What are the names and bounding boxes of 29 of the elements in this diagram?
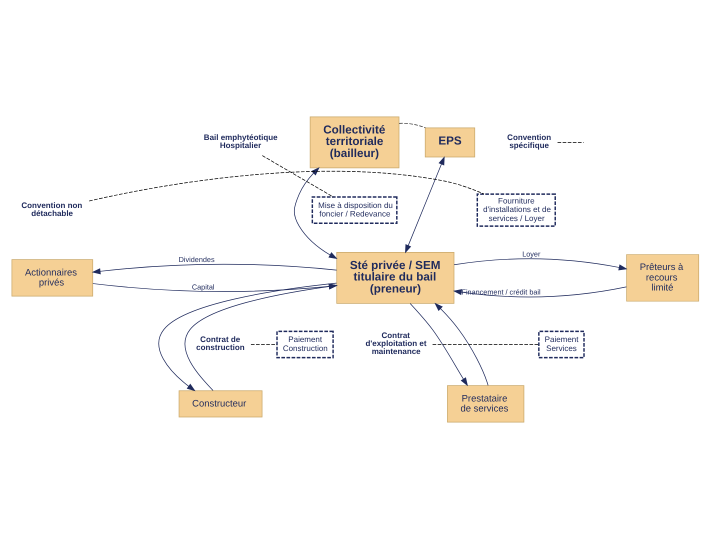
node-box: Fourniture d'installations et de services / Loyer (476, 192, 556, 226)
arrow (92, 263, 337, 274)
arrow (410, 302, 468, 386)
arrow (434, 302, 488, 386)
arrow (405, 156, 445, 253)
node-text: Contrat d'exploitation et maintenance (366, 330, 427, 356)
node-box: EPS (424, 126, 476, 157)
connector (88, 170, 484, 201)
edge-label: Loyer (522, 249, 540, 258)
node-box: Collectivité territoriale (bailleur) (310, 116, 400, 168)
edge-label: Dividendes (178, 254, 215, 264)
arrow (454, 258, 628, 270)
node-text: Convention non détachable (21, 200, 82, 218)
node-box: Constructeur (178, 390, 262, 417)
edge-label: Capital (192, 282, 215, 291)
arrow (453, 286, 627, 297)
connector (398, 122, 426, 128)
node-text: Bail emphytéotique Hospitalier (204, 132, 278, 150)
connector (262, 154, 334, 197)
node-box: Mise à disposition du foncier / Redevance (312, 196, 398, 224)
node-box: Actionnaires privés (12, 258, 94, 296)
edge-label: Financement / crédit bail (462, 287, 541, 296)
node-box: Sté privée / SEM titulaire du bail (preneur) (336, 252, 454, 304)
node-box: Paiement Services (538, 330, 585, 358)
node-text: Convention spécifique (507, 132, 552, 150)
node-text: Contrat de construction (196, 334, 245, 352)
node-box: Prêteurs à recours limité (626, 254, 700, 302)
node-box: Prestataire de services (447, 384, 524, 422)
node-box: Paiement Construction (276, 330, 334, 358)
